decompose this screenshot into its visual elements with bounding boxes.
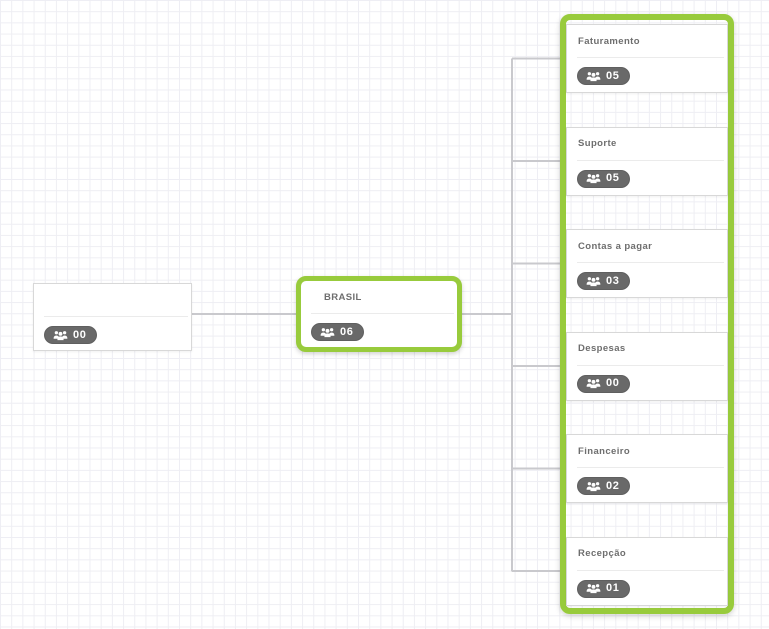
children-group: Faturamento 05 Suporte <box>560 14 734 614</box>
node-title: Despesas <box>578 343 626 354</box>
member-count: 03 <box>606 274 620 287</box>
divider <box>577 364 724 366</box>
node-despesas[interactable]: Despesas 00 <box>566 331 728 401</box>
divider <box>311 313 454 314</box>
divider <box>577 467 724 468</box>
member-count: 05 <box>606 172 620 184</box>
divider <box>577 569 724 571</box>
node-title: Faturamento <box>578 35 640 47</box>
member-count: 00 <box>606 377 620 389</box>
node-title: Financeiro <box>578 445 631 457</box>
node-financeiro[interactable]: Financeiro 02 <box>566 434 728 503</box>
node-title: Contas a pagar <box>578 240 653 252</box>
member-count-badge[interactable]: 05 <box>577 67 631 85</box>
node-title: BRASIL <box>324 291 362 303</box>
member-count-badge[interactable]: 00 <box>577 374 631 393</box>
member-count: 05 <box>606 69 620 82</box>
member-count-badge[interactable]: 03 <box>577 272 631 290</box>
users-group-icon <box>586 481 601 492</box>
node-suporte[interactable]: Suporte 05 <box>566 126 728 196</box>
connector-branches <box>512 57 563 572</box>
divider <box>577 159 724 161</box>
member-count-badge[interactable]: 06 <box>311 323 365 341</box>
users-group-icon <box>586 378 601 389</box>
node-title: Recepção <box>578 548 627 559</box>
divider <box>577 262 724 263</box>
member-count: 02 <box>606 479 620 492</box>
node-brasil[interactable]: BRASIL 06 <box>296 276 462 352</box>
member-count-badge[interactable]: 01 <box>577 579 631 598</box>
node-recepcao[interactable]: Recepção 01 <box>566 536 728 606</box>
member-count-badge[interactable]: 02 <box>577 477 631 495</box>
node-faturamento[interactable]: Faturamento 05 <box>566 24 728 93</box>
users-group-icon <box>586 276 601 287</box>
member-count: 01 <box>606 582 620 594</box>
member-count-badge[interactable]: 05 <box>577 169 631 188</box>
divider <box>44 316 188 317</box>
divider <box>577 57 724 58</box>
node-contas-a-pagar[interactable]: Contas a pagar 03 <box>566 229 728 298</box>
users-group-icon <box>320 327 335 338</box>
member-count: 06 <box>340 325 354 338</box>
users-group-icon <box>586 173 601 184</box>
node-root[interactable]: 00 <box>33 283 192 351</box>
users-group-icon <box>586 71 601 82</box>
node-title <box>34 284 191 316</box>
users-group-icon <box>53 330 68 341</box>
member-count: 00 <box>73 328 87 341</box>
users-group-icon <box>586 583 601 594</box>
member-count-badge[interactable]: 00 <box>44 326 98 344</box>
node-title: Suporte <box>578 138 617 149</box>
